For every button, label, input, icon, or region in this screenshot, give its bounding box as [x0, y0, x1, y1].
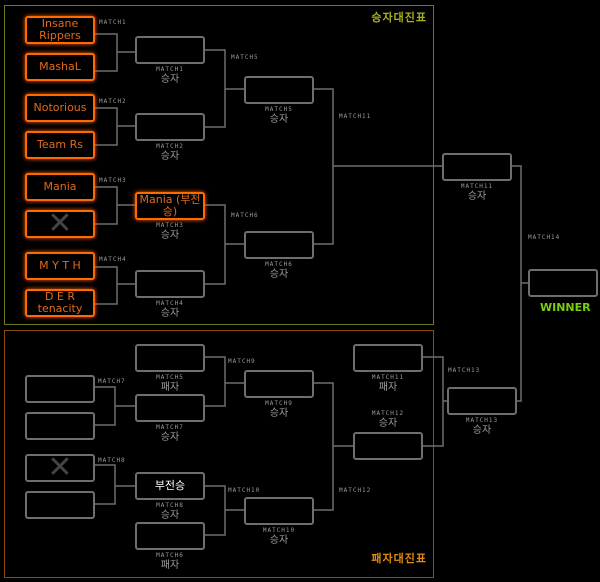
- team-slot[interactable]: MashaL: [25, 53, 95, 81]
- match-label: MATCH8: [98, 457, 126, 464]
- bracket-slot[interactable]: [353, 432, 423, 460]
- connector-match3: [95, 186, 135, 225]
- match-label: MATCH3: [99, 177, 127, 184]
- team-slot[interactable]: [25, 491, 95, 519]
- match-label: MATCH12: [339, 487, 372, 494]
- match-label: MATCH6: [231, 212, 259, 219]
- bracket-slot[interactable]: [135, 270, 205, 298]
- connector-match11: [313, 88, 443, 245]
- bracket-slot[interactable]: [442, 153, 512, 181]
- bracket-slot[interactable]: [135, 113, 205, 141]
- connector-match6: [205, 204, 245, 285]
- team-slot[interactable]: [25, 375, 95, 403]
- team-slot[interactable]: Mania: [25, 173, 95, 201]
- bracket-slot[interactable]: [135, 522, 205, 550]
- team-slot[interactable]: Notorious: [25, 94, 95, 122]
- bye-x-icon: ✕: [47, 450, 73, 485]
- connector-match13: [423, 356, 448, 447]
- connector-match7: [95, 386, 135, 426]
- match-label: MATCH13: [448, 367, 481, 374]
- bracket-slot[interactable]: [244, 231, 314, 259]
- team-slot[interactable]: Insane Rippers: [25, 16, 95, 44]
- bracket-slot[interactable]: [244, 497, 314, 525]
- losers-bracket-panel: 패자대진표: [4, 330, 434, 578]
- team-slot[interactable]: [25, 412, 95, 440]
- team-slot-bye[interactable]: ✕: [25, 206, 95, 241]
- bracket-slot[interactable]: [244, 76, 314, 104]
- bracket-slot[interactable]: [447, 387, 517, 415]
- match-label: MATCH5: [231, 54, 259, 61]
- bracket-slot[interactable]: [135, 394, 205, 422]
- bracket-slot[interactable]: [244, 370, 314, 398]
- connector-match4: [95, 266, 135, 305]
- connector-match8: [95, 464, 135, 505]
- match-label: MATCH4: [99, 256, 127, 263]
- match-label: MATCH7: [98, 378, 126, 385]
- connector-match10: [205, 485, 245, 536]
- bracket-slot[interactable]: 부전승: [135, 472, 205, 500]
- match-label: MATCH1: [99, 19, 127, 26]
- team-slot[interactable]: M Y T H: [25, 252, 95, 280]
- team-slot-bye[interactable]: ✕: [25, 450, 95, 485]
- match-label: MATCH14: [528, 234, 561, 241]
- losers-bracket-title: 패자대진표: [371, 552, 427, 565]
- bracket-slot[interactable]: [135, 344, 205, 372]
- winners-bracket-title: 승자대진표: [371, 11, 427, 24]
- connector-match1: [95, 33, 135, 72]
- match-label: MATCH10: [228, 487, 261, 494]
- bracket-slot[interactable]: [135, 36, 205, 64]
- connector-match14: [511, 165, 528, 402]
- connector-match5: [205, 49, 245, 128]
- match-label: MATCH9: [228, 358, 256, 365]
- connector-match2: [95, 107, 135, 146]
- bracket-slot[interactable]: [353, 344, 423, 372]
- winner-label: WINNER: [540, 301, 591, 314]
- connector-match9: [205, 356, 245, 407]
- match-label: MATCH2: [99, 98, 127, 105]
- team-slot[interactable]: D E R tenacity: [25, 289, 95, 317]
- team-slot[interactable]: Team Rs: [25, 131, 95, 159]
- match-label: MATCH11: [339, 113, 372, 120]
- bye-x-icon: ✕: [47, 206, 73, 241]
- connector-match12: [313, 382, 354, 511]
- winners-bracket-panel: 승자대진표: [4, 5, 434, 325]
- winner-slot[interactable]: [528, 269, 598, 297]
- bracket-slot[interactable]: Mania (부전승): [135, 192, 205, 220]
